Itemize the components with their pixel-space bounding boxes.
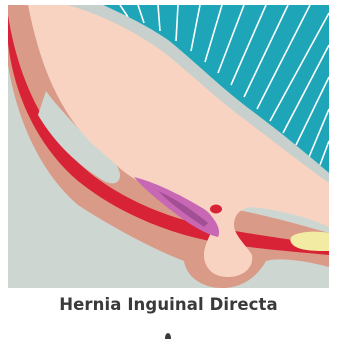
epigastric-vessel <box>210 205 222 214</box>
anatomy-diagram <box>8 5 329 288</box>
text-overflow-glyph <box>164 333 172 339</box>
card-title: Hernia Inguinal Directa <box>0 295 337 314</box>
hernia-illustration <box>8 5 329 288</box>
